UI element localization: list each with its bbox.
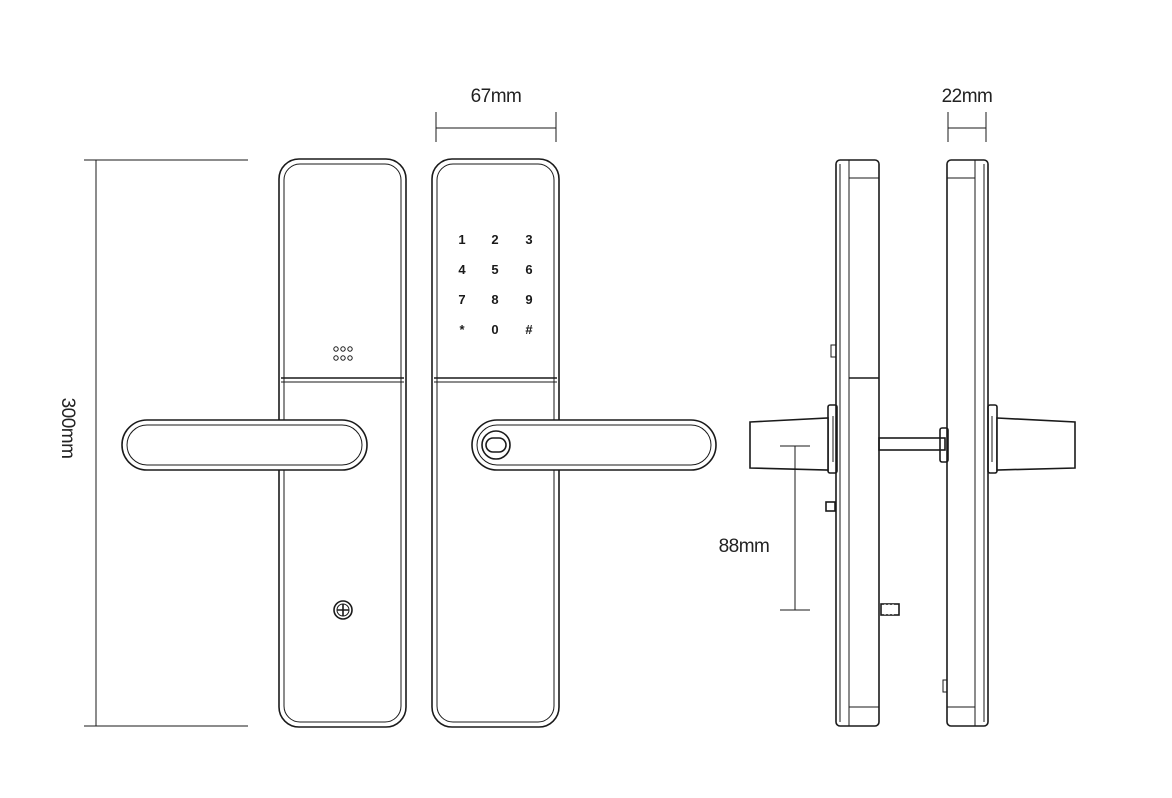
side-view-left (749, 159, 946, 727)
keypad-key: # (525, 322, 533, 337)
height-dimension: 300mm (57, 159, 248, 727)
keypad-key: 7 (458, 292, 465, 307)
keypad-key: 5 (491, 262, 498, 277)
back-handle (121, 419, 368, 471)
keypad-key: 0 (491, 322, 498, 337)
fingerprint-sensor-icon (481, 430, 511, 460)
keypad-key: 1 (458, 232, 465, 247)
width-dimension: 67mm (435, 86, 557, 142)
keypad: 1 2 3 4 5 6 7 8 9 * 0 # (458, 232, 533, 337)
keypad-key: 9 (525, 292, 532, 307)
handle-distance-dimension: 88mm (719, 445, 810, 611)
side-view-right (939, 159, 1076, 727)
width-dimension-label: 67mm (471, 86, 522, 107)
keypad-key: 4 (458, 262, 466, 277)
keypad-key: 3 (525, 232, 532, 247)
back-panel-dots (333, 346, 353, 361)
depth-dimension: 22mm (942, 86, 993, 142)
keypad-key: * (459, 322, 465, 337)
depth-dimension-label: 22mm (942, 86, 993, 107)
screw-icon (333, 600, 353, 620)
keypad-key: 8 (491, 292, 498, 307)
handle-distance-label: 88mm (719, 536, 770, 557)
keypad-key: 2 (491, 232, 498, 247)
front-handle (471, 419, 717, 471)
height-dimension-label: 300mm (57, 398, 78, 459)
keypad-key: 6 (525, 262, 532, 277)
